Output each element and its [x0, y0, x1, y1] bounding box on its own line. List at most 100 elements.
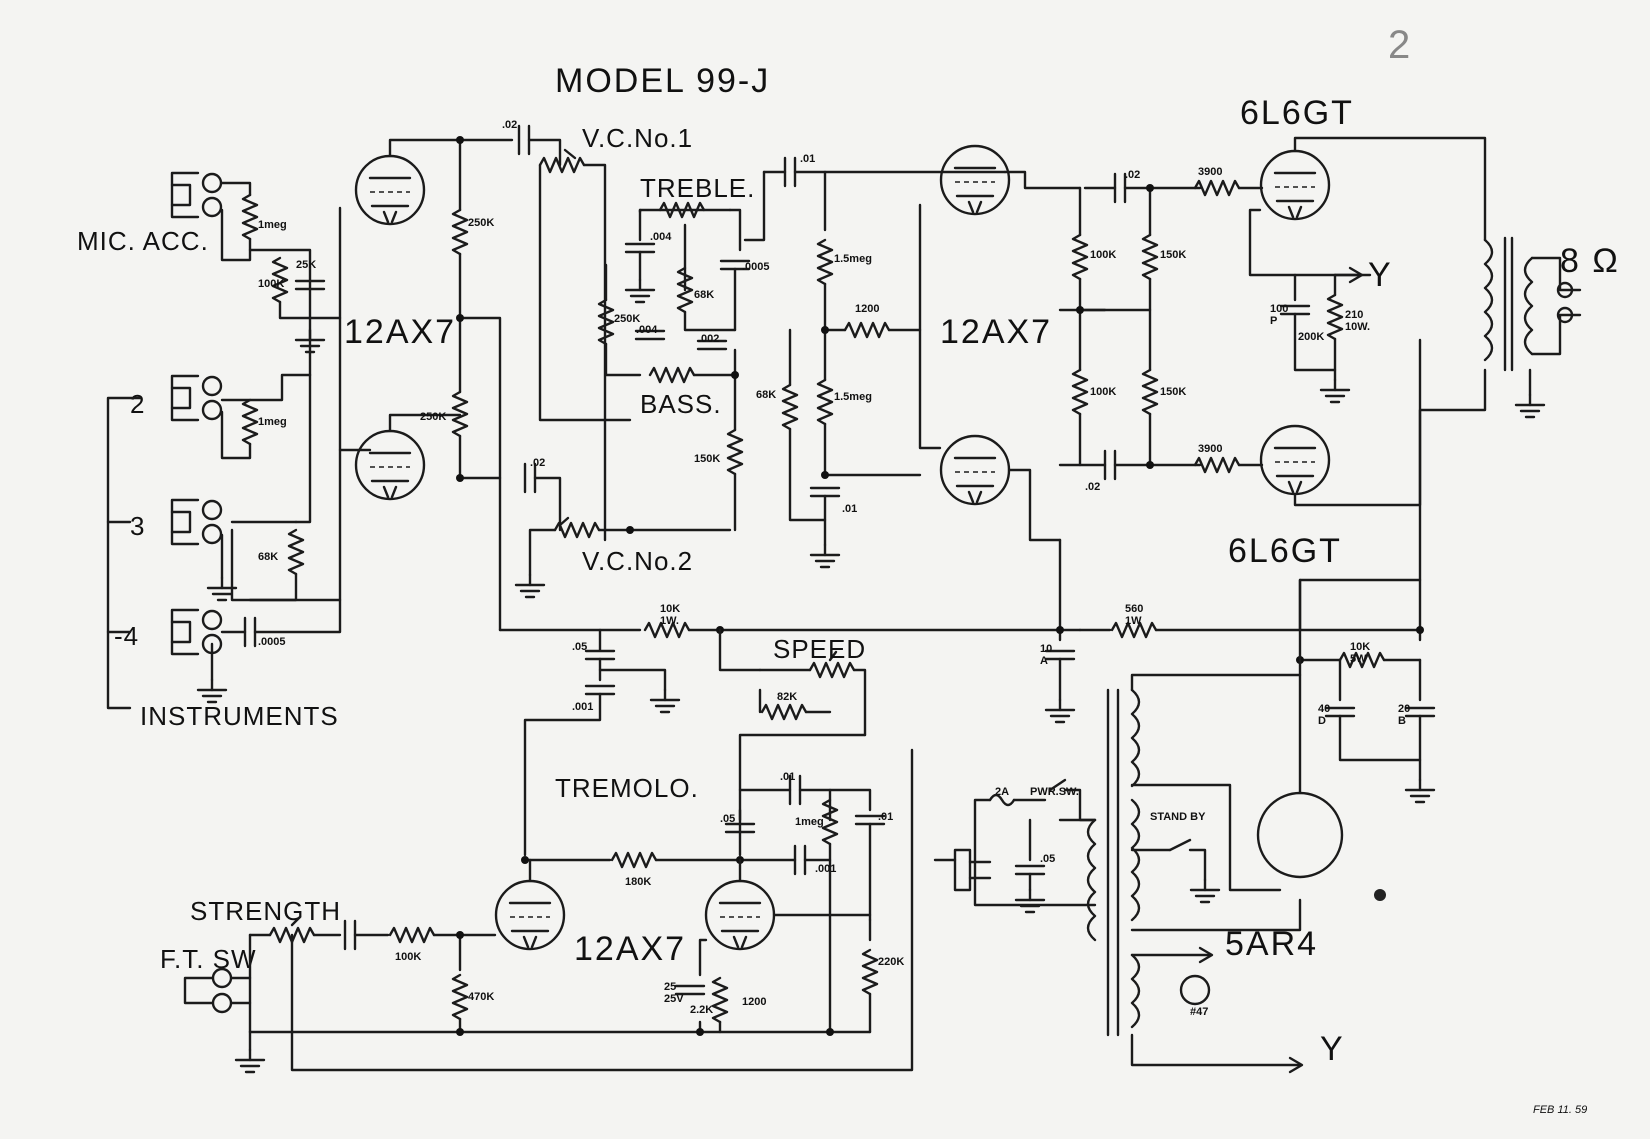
svg-text:.01: .01	[780, 771, 795, 783]
svg-text:.0005: .0005	[258, 636, 286, 648]
tube-v1: 12AX7 250K 250K	[344, 136, 514, 632]
svg-text:1200: 1200	[855, 303, 879, 315]
power-transformer: 5AR4 #47 Y STAND BY	[1086, 578, 1345, 1074]
vc1-label: V.C.No.1	[582, 123, 693, 153]
svg-text:68K: 68K	[694, 289, 714, 301]
phase-inverter: 100K 100K .02 150K 150K .02 3900 3900	[1058, 166, 1241, 632]
speed-label: SPEED	[773, 634, 866, 664]
rectifier-label: 5AR4	[1225, 925, 1318, 963]
mic-label: MIC. ACC.	[77, 226, 209, 256]
mains-input: 2A PWR.SW. .05	[933, 778, 1097, 914]
output-transformer: 8 Ω	[1418, 236, 1620, 642]
svg-text:.004: .004	[650, 231, 672, 243]
svg-text:.01: .01	[800, 153, 815, 165]
svg-text:10A: 10A	[1040, 643, 1052, 667]
tremolo-label: TREMOLO.	[555, 773, 699, 803]
tremolo-circuit: .05 .001 SPEED 82K TREMOLO. .01 .01 .05 …	[521, 628, 893, 922]
svg-text:3900: 3900	[1198, 166, 1222, 178]
svg-text:.004: .004	[636, 324, 658, 336]
svg-text:1meg: 1meg	[258, 219, 287, 231]
volume-controls: .02 V.C.No.1 .02 V.C.No.2	[502, 119, 732, 599]
svg-text:150K: 150K	[1160, 249, 1186, 261]
svg-text:150K: 150K	[1160, 386, 1186, 398]
strength-label: STRENGTH	[190, 896, 341, 926]
svg-text:1meg: 1meg	[258, 416, 287, 428]
input-jacks: MIC. ACC. 2 3 -4 INSTRUMENTS	[77, 171, 339, 731]
svg-text:250K: 250K	[468, 217, 494, 229]
v3-label: 12AX7	[574, 930, 686, 968]
node-y-bottom: Y	[1320, 1030, 1345, 1068]
power-tube-top-label: 6L6GT	[1240, 94, 1354, 132]
sheet-number: 2	[1388, 23, 1410, 67]
svg-text:.05: .05	[720, 813, 735, 825]
svg-text:.002: .002	[698, 333, 719, 345]
svg-text:.02: .02	[1085, 481, 1100, 493]
svg-text:3900: 3900	[1198, 443, 1222, 455]
strength-footswitch: STRENGTH F.T. SW 100K 470K	[160, 748, 914, 1074]
svg-text:180K: 180K	[625, 876, 651, 888]
svg-text:200K: 200K	[1298, 331, 1324, 343]
date-note: FEB 11. 59	[1533, 1104, 1587, 1116]
vc2-label: V.C.No.2	[582, 546, 693, 576]
svg-text:68K: 68K	[756, 389, 776, 401]
jack-4-label: -4	[114, 621, 139, 651]
svg-text:100K: 100K	[1090, 249, 1116, 261]
svg-text:.01: .01	[842, 503, 857, 515]
jack-2-label: 2	[130, 389, 145, 419]
svg-text:.001: .001	[815, 863, 836, 875]
svg-text:20B: 20B	[1398, 703, 1410, 727]
node-y-top: Y	[1368, 256, 1393, 294]
tone-stack: TREBLE. BASS. .004 250K 68K .004 .002 .0…	[597, 170, 770, 534]
svg-text:100K: 100K	[258, 278, 284, 290]
jack-3-label: 3	[130, 511, 145, 541]
tube-v2: .01 1.5meg 1200 1.5meg .01 68K 12AX7	[756, 144, 1082, 569]
bass-label: BASS.	[640, 389, 722, 419]
svg-text:.001: .001	[572, 701, 593, 713]
v1-label: 12AX7	[344, 313, 456, 351]
svg-text:68K: 68K	[258, 551, 278, 563]
svg-text:2.2K: 2.2K	[690, 1004, 713, 1016]
svg-text:100K: 100K	[395, 951, 421, 963]
svg-text:1.5meg: 1.5meg	[834, 391, 872, 403]
speaker-label: 8 Ω	[1560, 242, 1620, 280]
treble-label: TREBLE.	[640, 173, 755, 203]
svg-text:150K: 150K	[694, 453, 720, 465]
svg-text:250K: 250K	[420, 411, 446, 423]
svg-text:82K: 82K	[777, 691, 797, 703]
instruments-label: INSTRUMENTS	[140, 701, 339, 731]
svg-text:1meg: 1meg	[795, 816, 824, 828]
svg-text:.0005: .0005	[742, 261, 770, 273]
svg-text:.02: .02	[502, 119, 517, 131]
svg-text:100K: 100K	[1090, 386, 1116, 398]
svg-text:.05: .05	[1040, 853, 1055, 865]
svg-text:25K: 25K	[296, 259, 316, 271]
svg-text:.02: .02	[1125, 169, 1140, 181]
standby-label: STAND BY	[1150, 811, 1206, 823]
pilot-lamp-label: #47	[1190, 1006, 1208, 1018]
svg-text:.02: .02	[530, 457, 545, 469]
v2-label: 12AX7	[940, 313, 1052, 351]
svg-text:250K: 250K	[614, 313, 640, 325]
svg-text:470K: 470K	[468, 991, 494, 1003]
svg-text:.05: .05	[572, 641, 587, 653]
svg-text:1200: 1200	[742, 996, 766, 1008]
diagram-title: MODEL 99-J	[555, 62, 770, 100]
svg-text:1.5meg: 1.5meg	[834, 253, 872, 265]
power-tube-bottom-label: 6L6GT	[1228, 532, 1342, 570]
svg-text:220K: 220K	[878, 956, 904, 968]
svg-text:.01: .01	[878, 811, 893, 823]
svg-text:40D: 40D	[1318, 703, 1330, 727]
footswitch-label: F.T. SW	[160, 944, 257, 974]
input-wiring: 1meg 100K 25K 1meg 68K .0005	[196, 181, 372, 704]
